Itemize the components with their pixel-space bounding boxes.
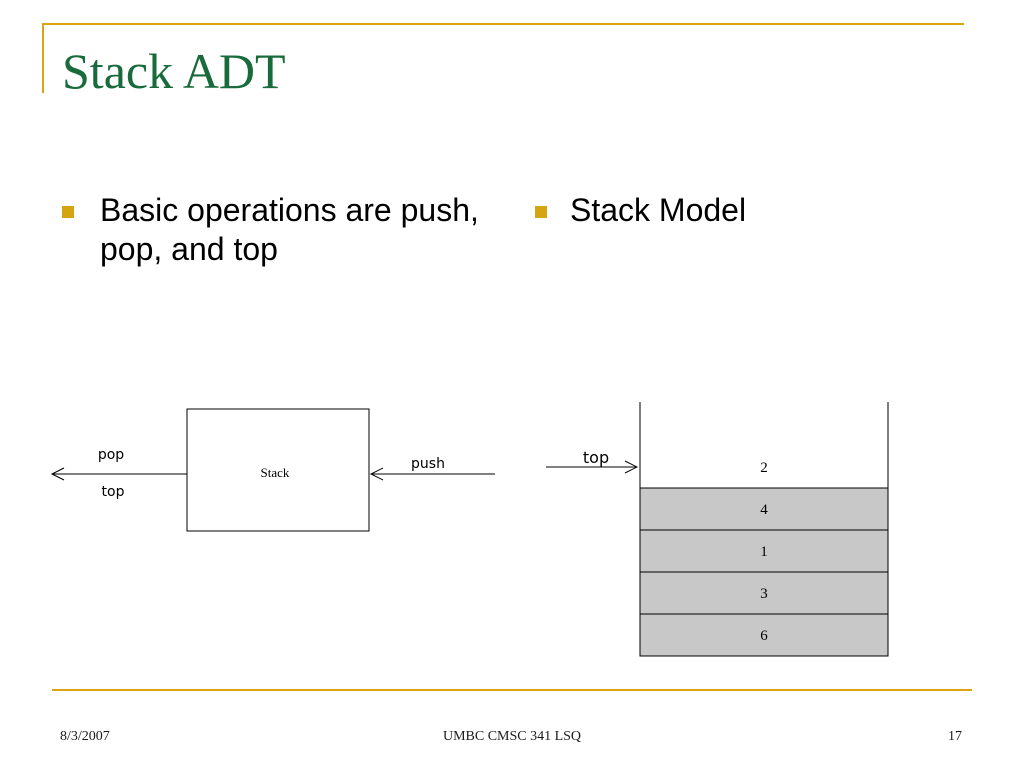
stack-box (186, 408, 370, 532)
stack-box-label: Stack (261, 465, 290, 480)
bottom-rule (52, 689, 972, 691)
push-arrow-head (369, 467, 384, 481)
operations-diagram: Stack pop top push (50, 408, 495, 532)
stack-cell-value: 2 (760, 460, 768, 476)
stack-cell-value: 1 (760, 544, 768, 560)
top-rule (42, 23, 964, 25)
stack-cell-value: 6 (760, 628, 768, 644)
footer-course: UMBC CMSC 341 LSQ (442, 729, 582, 744)
stack-cells: 2 4 1 3 6 (639, 460, 889, 657)
bullet-marker (535, 206, 547, 218)
footer-date: 8/3/2007 (60, 729, 110, 744)
top-pointer-head (624, 460, 639, 474)
stack-cell (639, 529, 889, 573)
pop-label: pop (98, 447, 124, 463)
pop-arrow-head (50, 467, 65, 481)
bullet-text-stack-model: Stack Model (570, 192, 747, 228)
top-op-label: top (102, 484, 125, 500)
stack-model-diagram: 2 4 1 3 6 top (546, 402, 889, 657)
stack-cell (639, 571, 889, 615)
bullet-text-operations: Basic operations are push, pop, and top (100, 192, 479, 267)
push-label: push (411, 456, 445, 472)
bullet-marker (62, 206, 74, 218)
footer-page-number: 17 (948, 729, 962, 744)
stack-cell-value: 4 (760, 502, 768, 518)
slide-title: Stack ADT (62, 43, 286, 99)
top-pointer-label: top (583, 448, 609, 467)
stack-cell (639, 613, 889, 657)
side-rule (42, 23, 44, 93)
stack-cell-value: 3 (760, 586, 768, 602)
